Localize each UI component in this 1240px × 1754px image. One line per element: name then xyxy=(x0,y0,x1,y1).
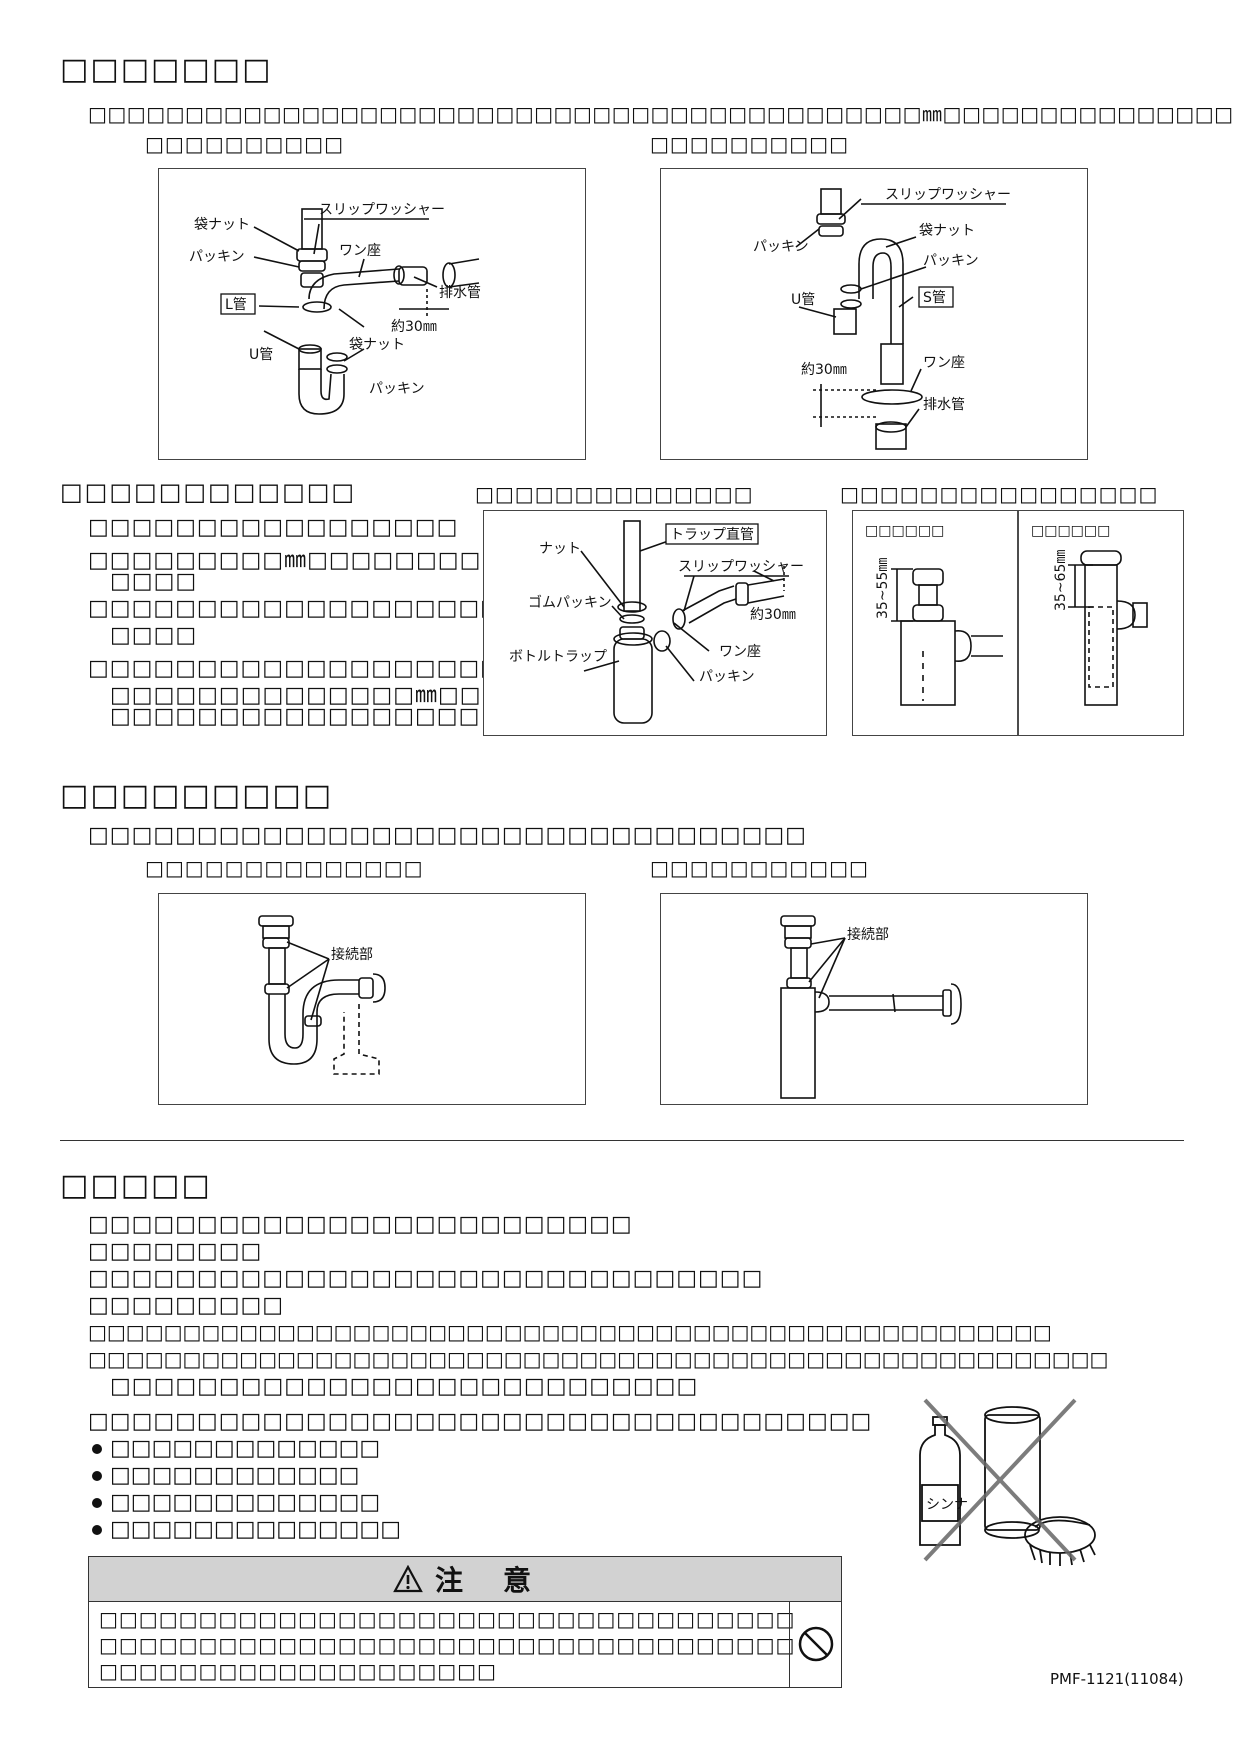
label-slip-washer-2: スリップワッシャー xyxy=(678,559,804,575)
fig3-left-caption: □□□□□□□□□□□□□□ xyxy=(145,856,424,880)
label-rubber-packing: ゴムパッキン xyxy=(528,594,612,611)
label-fukuro-nut-r: 袋ナット xyxy=(919,223,975,239)
prohibition-icon xyxy=(798,1626,834,1662)
figure-bottle-trap-connections: 接続部 xyxy=(660,893,1088,1105)
label-packing-right-r: パッキン xyxy=(923,253,979,269)
figure-u-trap-connections: 接続部 xyxy=(158,893,586,1105)
section2-list-1: □□□□□□□□□□□□□□□□□ xyxy=(88,515,459,540)
figure-l-pipe-installation: 袋ナット パッキン スリップワッシャー ワン座 L管 排水管 約30㎜ 袋ナット… xyxy=(158,168,586,460)
label-haisui: 排水管 xyxy=(439,285,481,301)
section4-line-7: □□□□□□□□□□□□□□□□□□□□□□□□□□□□□□□□□□□□ xyxy=(88,1409,873,1434)
section4-line-2: □□□□□□□□ xyxy=(88,1239,263,1264)
section2-list-2: □□□□□□□□□㎜□□□□□□□□□□□ xyxy=(88,548,547,573)
section3-intro: □□□□□□□□□□□□□□□□□□□□□□□□□□□□□□□□□ xyxy=(88,823,807,848)
bullet-item-4: □□□□□□□□□□□□□□ xyxy=(92,1517,401,1542)
label-packing-bottom: パッキン xyxy=(369,381,425,397)
section2-list-2b: □□□□ xyxy=(110,569,198,594)
fig2-mid-caption: □□□□□□□□□□□□□□ xyxy=(475,482,754,506)
bullet-item-2: □□□□□□□□□□□□ xyxy=(92,1463,359,1488)
section1-heading: □□□□□□□ xyxy=(60,52,273,87)
label-packing-left-r: パッキン xyxy=(753,239,809,255)
label-nut: ナット xyxy=(539,541,581,557)
label-wanza: ワン座 xyxy=(339,243,381,259)
fig1-left-caption: □□□□□□□□□□ xyxy=(145,132,344,156)
caution-box: 注 意 □□□□□□□□□□□□□□□□□□□□□□□□□□□□□□□□□□□ … xyxy=(88,1556,842,1688)
label-s-pipe-r: S管 xyxy=(923,290,946,306)
section4-line-3: □□□□□□□□□□□□□□□□□□□□□□□□□□□□□□□ xyxy=(88,1266,764,1291)
caution-title: 注 意 xyxy=(434,1564,537,1597)
dim-35-65: 35~65㎜ xyxy=(1053,550,1069,611)
section2-list-3b: □□□□ xyxy=(110,623,198,648)
label-l-pipe: L管 xyxy=(225,297,247,313)
caution-body: □□□□□□□□□□□□□□□□□□□□□□□□□□□□□□□□□□□ □□□□… xyxy=(89,1601,794,1687)
section4-line-1: □□□□□□□□□□□□□□□□□□□□□□□□□ xyxy=(88,1212,633,1237)
bullet-item-1: □□□□□□□□□□□□□ xyxy=(92,1436,380,1461)
bullet-item-3: □□□□□□□□□□□□□ xyxy=(92,1490,380,1515)
label-slip-washer: スリップワッシャー xyxy=(319,202,445,218)
label-packing-top: パッキン xyxy=(189,249,245,265)
label-u-pipe-r: U管 xyxy=(791,292,815,308)
label-yaku30: 約30㎜ xyxy=(391,319,437,335)
caution-line-1: □□□□□□□□□□□□□□□□□□□□□□□□□□□□□□□□□□□ xyxy=(99,1607,796,1631)
section2-list-3: □□□□□□□□□□□□□□□□□□□□□ xyxy=(88,596,546,621)
label-packing-2: パッキン xyxy=(699,669,755,685)
warning-icon xyxy=(393,1565,423,1593)
section4-line-4: □□□□□□□□□ xyxy=(88,1293,285,1318)
prohibited-cleaners-illustration: シンナ xyxy=(900,1395,1120,1570)
label-wanza-2: ワン座 xyxy=(719,644,761,660)
section2-list-4b: □□□□□□□□□□□□□□㎜□□□□□ xyxy=(110,683,547,708)
fig1-right-caption: □□□□□□□□□□ xyxy=(650,132,849,156)
label-slip-washer-r: スリップワッシャー xyxy=(885,187,1011,203)
document-code: PMF-1121(11084) xyxy=(1050,1670,1184,1688)
section4-line-5: □□□□□□□□□□□□□□□□□□□□□□□□□□□□□□□□□□□□□□□□… xyxy=(88,1320,1052,1344)
section4-line-6b: □□□□□□□□□□□□□□□□□□□□□□□□□□□ xyxy=(110,1374,699,1399)
fig3-right-caption: □□□□□□□□□□□ xyxy=(650,856,869,880)
section4-heading: □□□□□ xyxy=(60,1168,212,1203)
section2-list-4c: □□□□□□□□□□□□□□□□□ xyxy=(110,704,481,729)
label-fukuro-nut-top: 袋ナット xyxy=(194,217,250,233)
sub-caption-left: □□□□□□ xyxy=(865,523,944,539)
label-u-pipe: U管 xyxy=(249,347,273,363)
caution-line-3: □□□□□□□□□□□□□□□□□□□□ xyxy=(99,1659,497,1683)
label-yaku30-2: 約30㎜ xyxy=(750,607,796,623)
prohibition-cell xyxy=(789,1601,842,1687)
caution-line-2: □□□□□□□□□□□□□□□□□□□□□□□□□□□□□□□□□□□ xyxy=(99,1633,796,1657)
sub-caption-right: □□□□□□ xyxy=(1031,523,1110,539)
label-yaku30-r: 約30㎜ xyxy=(801,362,847,378)
label-wanza-r: ワン座 xyxy=(923,355,965,371)
caution-header: 注 意 xyxy=(89,1557,841,1602)
dim-35-55: 35~55㎜ xyxy=(875,558,891,619)
section4-line-6: □□□□□□□□□□□□□□□□□□□□□□□□□□□□□□□□□□□□□□□□… xyxy=(88,1347,1109,1371)
figure-s-pipe-installation: スリップワッシャー パッキン 袋ナット パッキン U管 S管 約30㎜ ワン座 … xyxy=(660,168,1088,460)
figure-trap-adjustment: □□□□□□ □□□□□□ 35~55㎜ 35~65㎜ xyxy=(852,510,1184,736)
section2-heading: □□□□□□□□□□□□ xyxy=(60,478,357,506)
label-connect-right: 接続部 xyxy=(847,926,889,943)
fig2-right-caption: □□□□□□□□□□□□□□□□ xyxy=(840,482,1159,506)
label-trap-straight: トラップ直管 xyxy=(670,526,754,543)
label-bottle-trap: ボトルトラップ xyxy=(509,649,607,665)
thinner-label: シンナ xyxy=(926,1497,968,1513)
label-fukuro-nut-bottom: 袋ナット xyxy=(349,337,405,353)
section-divider xyxy=(60,1140,1184,1141)
section1-intro: □□□□□□□□□□□□□□□□□□□□□□□□□□□□□□□□□□□□□□□□… xyxy=(88,102,1234,126)
figure-bottle-trap: ナット トラップ直管 スリップワッシャー ゴムパッキン 約30㎜ ボトルトラップ… xyxy=(483,510,827,736)
label-connect-left: 接続部 xyxy=(331,946,373,963)
section3-heading: □□□□□□□□□ xyxy=(60,778,334,813)
label-haisui-r: 排水管 xyxy=(923,397,965,413)
